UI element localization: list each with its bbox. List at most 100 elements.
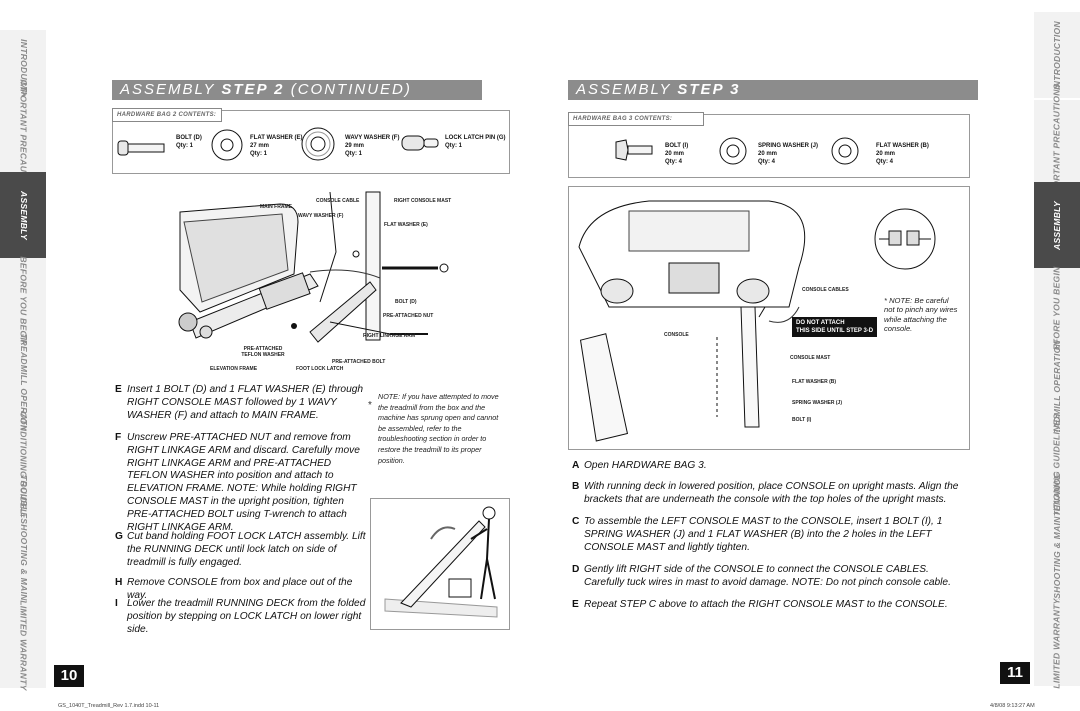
tab-limited-warranty[interactable]: LIMITED WARRANTY (0, 599, 46, 691)
flat-washer-icon (211, 129, 243, 161)
hardware-bag-box (568, 114, 970, 178)
do-not-attach-badge: DO NOT ATTACH THIS SIDE UNTIL STEP 3-D (792, 317, 878, 337)
do-not-attach-line1: DO NOT ATTACH (796, 320, 845, 326)
tab-limited-warranty[interactable]: LIMITED WARRANTY (1034, 597, 1080, 689)
hardware-bag-box (112, 110, 510, 174)
step-letter: C (572, 516, 580, 527)
page-title: ASSEMBLY STEP 3 (568, 80, 978, 100)
tab-assembly[interactable]: ASSEMBLY (1034, 182, 1080, 268)
step-letter: B (572, 481, 580, 492)
tab-troubleshooting[interactable]: TROUBLESHOOTING & MAINTENANCE (0, 475, 46, 643)
step-b: B With running deck in lowered position,… (572, 481, 970, 509)
step-body: Cut band holding FOOT LOCK LATCH assembl… (127, 531, 366, 568)
note-star: * (368, 400, 372, 411)
lock-latch-pin-icon (401, 135, 439, 151)
step-letter: D (572, 564, 580, 575)
tab-label: LIMITED WARRANTY (18, 599, 29, 691)
step-letter: H (115, 577, 123, 588)
step-body: With running deck in lowered position, p… (584, 481, 959, 505)
step3-console-figure (568, 186, 970, 450)
step-letter: A (572, 460, 580, 471)
callout-pre-attached-nut: PRE-ATTACHED NUT (383, 313, 434, 319)
spring-washer-icon (719, 137, 747, 165)
tab-before-you-begin[interactable]: BEFORE YOU BEGIN (1034, 266, 1080, 356)
step-body: Open HARDWARE BAG 3. (584, 460, 707, 471)
step-body: Lower the treadmill RUNNING DECK from th… (127, 598, 366, 635)
tab-important-precautions[interactable]: IMPORTANT PRECAUTIONS (0, 79, 46, 199)
footer-file: GS_1040T_Treadmill_Rev 1.7.indd 10-11 (58, 703, 160, 709)
callout-bolt-d: BOLT (D) (395, 299, 417, 305)
callout-spring-washer-j: SPRING WASHER (J) (792, 400, 843, 406)
tab-important-precautions[interactable]: IMPORTANT PRECAUTIONS (1034, 83, 1080, 203)
step-g: G Cut band holding FOOT LOCK LATCH assem… (115, 531, 367, 571)
step-body: To assemble the LEFT CONSOLE MAST to the… (584, 516, 943, 553)
hardware-lock-latch-pin-g: LOCK LATCH PIN (G)Qty: 1 (445, 135, 506, 149)
callout-console-cables: CONSOLE CABLES (802, 287, 849, 293)
callout-wavy-washer: WAVY WASHER (F) (298, 213, 344, 219)
step-letter: I (115, 598, 118, 609)
step-d: D Gently lift RIGHT side of the CONSOLE … (572, 564, 970, 592)
tab-assembly[interactable]: ASSEMBLY (0, 172, 46, 258)
tab-label: ASSEMBLY (18, 190, 29, 240)
side-note: * NOTE: Be careful not to pinch any wire… (884, 296, 958, 334)
tab-conditioning-guidelines[interactable]: CONDITIONING GUIDELINES (1034, 413, 1080, 537)
callout-pre-attached-bolt: PRE-ATTACHED BOLT (332, 359, 386, 365)
bolt-icon (117, 140, 165, 156)
callout-foot-lock-latch: FOOT LOCK LATCH (296, 366, 344, 372)
step-i: I Lower the treadmill RUNNING DECK from … (115, 598, 367, 635)
step-letter: E (115, 384, 122, 395)
step-a: A Open HARDWARE BAG 3. (572, 460, 970, 474)
callout-flat-washer-b: FLAT WASHER (B) (792, 379, 837, 385)
callout-console-cable: CONSOLE CABLE (316, 198, 360, 204)
step-body: Gently lift RIGHT side of the CONSOLE to… (584, 564, 951, 588)
step-e: E Insert 1 BOLT (D) and 1 FLAT WASHER (E… (115, 384, 367, 424)
page-title: ASSEMBLY STEP 2 (CONTINUED) (112, 80, 482, 100)
tab-label: ASSEMBLY (1051, 200, 1062, 250)
header-step: STEP 2 (221, 81, 285, 98)
page-number: 10 (54, 665, 84, 687)
tab-label: LIMITED WARRANTY (1051, 597, 1062, 689)
header-prefix: ASSEMBLY (576, 81, 678, 98)
step-f: F Unscrew PRE-ATTACHED NUT and remove fr… (115, 432, 367, 533)
callout-bolt-i: BOLT (I) (792, 417, 812, 423)
callout-elevation-frame: ELEVATION FRAME (210, 366, 258, 372)
hardware-bag-label: HARDWARE BAG 2 CONTENTS: (112, 108, 222, 122)
bolt-icon (615, 139, 653, 161)
hardware-bolt-d: BOLT (D)Qty: 1 (176, 135, 202, 149)
tab-before-you-begin[interactable]: BEFORE YOU BEGIN (0, 255, 46, 347)
step-body: Insert 1 BOLT (D) and 1 FLAT WASHER (E) … (127, 384, 364, 421)
callout-pre-attached-teflon: PRE-ATTACHED TEFLON WASHER (241, 346, 285, 358)
tab-conditioning-guidelines[interactable]: CONDITIONING GUIDELINES (0, 411, 46, 535)
header-step: STEP 3 (677, 81, 741, 98)
tab-introduction[interactable]: INTRODUCTION (1034, 12, 1080, 98)
step-letter: E (572, 599, 579, 610)
header-prefix: ASSEMBLY (120, 81, 222, 98)
callout-flat-washer: FLAT WASHER (E) (384, 222, 428, 228)
page-number: 11 (1000, 662, 1030, 684)
step2-assembly-diagram (178, 191, 449, 343)
footer-date: 4/8/08 9:13:27 AM (990, 703, 1035, 709)
console-assembly-illustration (578, 200, 936, 442)
tab-label: INTRODUCTION (1051, 20, 1062, 90)
lift-deck-figure (370, 498, 510, 630)
step-letter: G (115, 531, 123, 542)
callout-right-console-mast: RIGHT CONSOLE MAST (394, 198, 452, 204)
callout-console-mast: CONSOLE MAST (790, 355, 831, 361)
tab-troubleshooting[interactable]: TROUBLESHOOTING & MAINTENANCE (1034, 473, 1080, 641)
tab-treadmill-operation[interactable]: TREADMILL OPERATION (1034, 340, 1080, 446)
tab-label: BEFORE YOU BEGIN (18, 255, 29, 347)
step-body: Remove CONSOLE from box and place out of… (127, 577, 353, 601)
callout-console: CONSOLE (664, 332, 689, 338)
callout-main-frame: MAIN FRAME (260, 204, 292, 210)
tab-treadmill-operation[interactable]: TREADMILL OPERATION (0, 334, 46, 440)
note-text: NOTE: If you have attempted to move the … (378, 392, 499, 465)
step-letter: F (115, 432, 122, 443)
callout-right-linkage-arm: RIGHT LINKAGE ARM (363, 333, 416, 339)
hardware-bag-label: HARDWARE BAG 3 CONTENTS: (568, 112, 704, 126)
step-e: E Repeat STEP C above to attach the RIGH… (572, 599, 970, 613)
step-body: Repeat STEP C above to attach the RIGHT … (584, 599, 948, 610)
